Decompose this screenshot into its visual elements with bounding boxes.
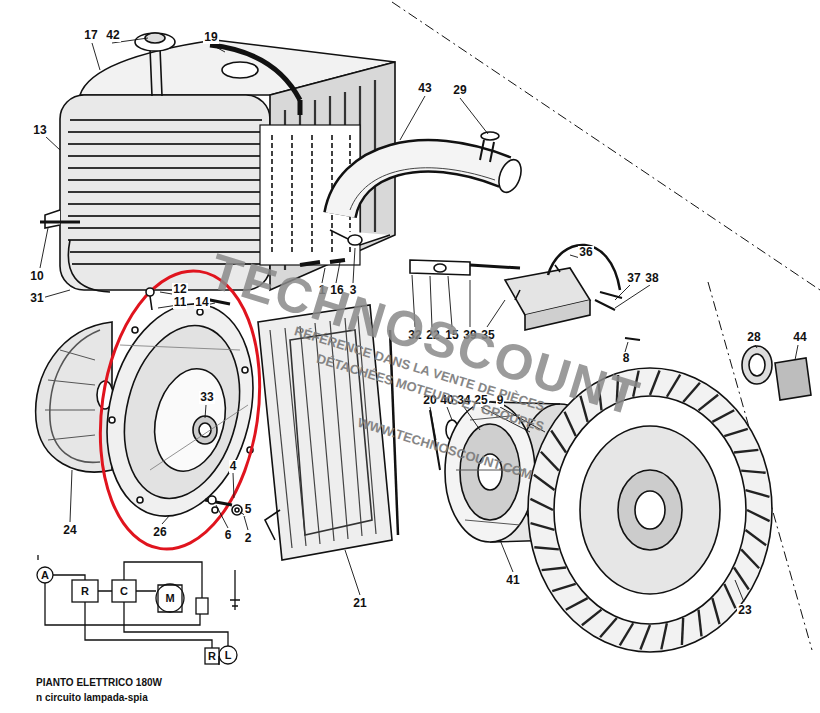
callout-number: 12	[172, 283, 187, 296]
callout-number: 8	[622, 352, 631, 365]
callout-number: 11	[173, 296, 188, 309]
fan-fin	[582, 610, 602, 626]
callout-number: 26	[152, 526, 167, 539]
fan-fin	[551, 431, 566, 453]
callout-number: 19	[203, 31, 218, 44]
callout-number: 28	[746, 331, 761, 344]
fan-fin	[724, 584, 735, 608]
callout-number: 13	[32, 124, 47, 137]
fan-fin	[712, 410, 734, 422]
fan-fin	[667, 375, 680, 397]
schematic-caption: n circuito lampada-spia	[36, 692, 148, 704]
fan-fin	[734, 568, 749, 590]
callout-number: 41	[505, 574, 520, 587]
fan-fin	[534, 547, 559, 549]
callout-number: 43	[417, 82, 432, 95]
fan-fin	[650, 370, 660, 395]
callout-number: 42	[105, 29, 120, 42]
callout-number: 4	[229, 460, 238, 473]
fan-fin	[661, 623, 667, 649]
fan-fin	[699, 395, 719, 411]
fan-fin	[620, 623, 633, 645]
callout-number: 31	[29, 292, 44, 305]
schematic-caption: PIANTO ELETTRICO 180W	[36, 677, 162, 689]
fan-fin	[566, 598, 588, 610]
callout-number: 10	[29, 270, 44, 283]
fan-fin	[712, 598, 719, 624]
callout-number: 37	[626, 272, 641, 285]
callout-number: 17	[83, 29, 98, 42]
callout-number: 44	[792, 331, 807, 344]
fan-fin	[640, 625, 650, 650]
callout-number: 21	[352, 597, 367, 610]
fan-fin	[699, 610, 702, 637]
fan-fin	[746, 530, 767, 545]
callout-number: 23	[737, 604, 752, 617]
schematic-letter: C	[120, 585, 128, 597]
fan-fin	[734, 450, 758, 453]
fan-fin	[565, 412, 576, 436]
fan-fin	[552, 584, 575, 591]
callout-number: 6	[224, 529, 233, 542]
fan-fin	[531, 523, 555, 530]
schematic-letter: A	[41, 569, 49, 581]
fan-fin	[542, 568, 566, 571]
fan-fin	[530, 499, 553, 510]
schematic-letter: R	[208, 650, 216, 662]
schematic-letter: L	[225, 649, 232, 661]
watermark: WWW.TECHNOSCOUNT.COM	[356, 414, 534, 482]
fan-fin	[600, 618, 617, 637]
callout-number: 29	[452, 84, 467, 97]
schematic-letter: M	[165, 592, 174, 604]
schematic-letter: R	[81, 585, 89, 597]
fan-fin	[683, 383, 700, 402]
callout-number: 2	[244, 532, 253, 545]
fan-fin	[682, 618, 683, 645]
fan-fin	[724, 429, 747, 436]
fan-fin	[741, 549, 759, 568]
fan-fin	[741, 471, 766, 473]
callout-number: 5	[244, 503, 253, 516]
callout-number: 38	[644, 272, 659, 285]
callout-number: 33	[199, 391, 214, 404]
fan-fin	[541, 452, 559, 471]
callout-number: 36	[578, 246, 593, 259]
fan-fin	[534, 475, 555, 490]
fan-fin	[747, 510, 770, 521]
fan-fin	[746, 490, 770, 497]
callout-number: 24	[62, 524, 77, 537]
